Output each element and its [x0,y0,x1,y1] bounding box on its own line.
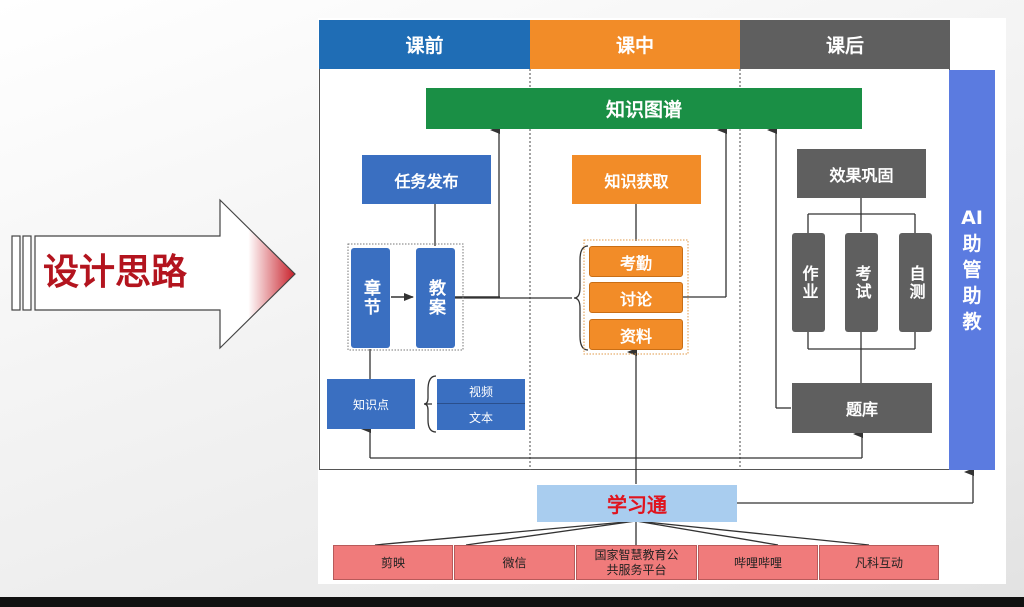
tool-label: 哔哩哔哩 [733,556,782,570]
knowledge-acquisition-box: 知识获取 [572,155,701,204]
tool-label: 国家智慧教育公共服务平台 [594,547,679,577]
assessment-label: 自测 [906,264,926,301]
task-release-box: 任务发布 [362,155,491,204]
resource-text-box: 文本 [437,404,525,430]
activity-discussion-box: 讨论 [589,282,683,313]
assessment-label: 作业 [799,264,819,301]
tool-box: 哔哩哔哩 [698,545,818,580]
design-idea-label: 设计思路 [43,252,188,293]
tool-box: 凡科互动 [819,545,939,580]
lesson-plan-box: 教案 [416,248,455,348]
activity-label: 考勤 [619,253,652,273]
consolidation-box: 效果巩固 [797,149,926,198]
ai-assistant-bar: AI助管助教 [949,70,995,470]
knowledge-graph-box: 知识图谱 [426,88,862,129]
activity-label: 讨论 [619,289,652,309]
design-idea-arrow: 设计思路 [10,198,300,350]
ai-assistant-label: AI助管助教 [961,207,983,333]
platform-box: 学习通 [537,485,737,522]
tool-label: 剪映 [380,556,405,570]
assessment-exam-box: 考试 [845,233,878,332]
tool-box: 国家智慧教育公共服务平台 [576,545,697,580]
phase-label: 课后 [825,35,864,57]
resource-video-box: 视频 [437,379,525,404]
question-bank-box: 题库 [792,383,932,433]
activity-materials-box: 资料 [589,319,683,350]
knowledge-acquisition-label: 知识获取 [604,171,669,191]
question-bank-label: 题库 [845,400,878,419]
knowledge-point-box: 知识点 [327,379,415,429]
phase-label: 课中 [615,35,654,57]
knowledge-point-label: 知识点 [352,397,389,412]
chapter-box: 章节 [351,248,390,348]
chapter-label: 章节 [360,279,380,317]
arrow-shape-icon [11,198,296,350]
assessment-homework-box: 作业 [792,233,825,332]
bottom-bar [0,597,1024,607]
resource-video-label: 视频 [468,384,493,399]
knowledge-graph-label: 知识图谱 [605,99,682,121]
phase-header-after-class: 课后 [740,20,950,69]
consolidation-label: 效果巩固 [829,165,894,185]
tool-box: 剪映 [333,545,453,580]
lesson-plan-label: 教案 [425,279,445,317]
platform-label: 学习通 [607,493,667,517]
phase-header-pre-class: 课前 [319,20,530,69]
tool-label: 凡科互动 [854,556,903,570]
activity-label: 资料 [619,326,652,346]
tool-box: 微信 [454,545,575,580]
resource-text-label: 文本 [468,410,493,425]
assessment-label: 考试 [852,264,872,301]
task-release-label: 任务发布 [394,171,459,191]
phase-label: 课前 [405,35,444,57]
assessment-self-test-box: 自测 [899,233,932,332]
phase-header-in-class: 课中 [530,20,740,69]
activity-attendance-box: 考勤 [589,246,683,277]
tool-label: 微信 [502,556,527,570]
